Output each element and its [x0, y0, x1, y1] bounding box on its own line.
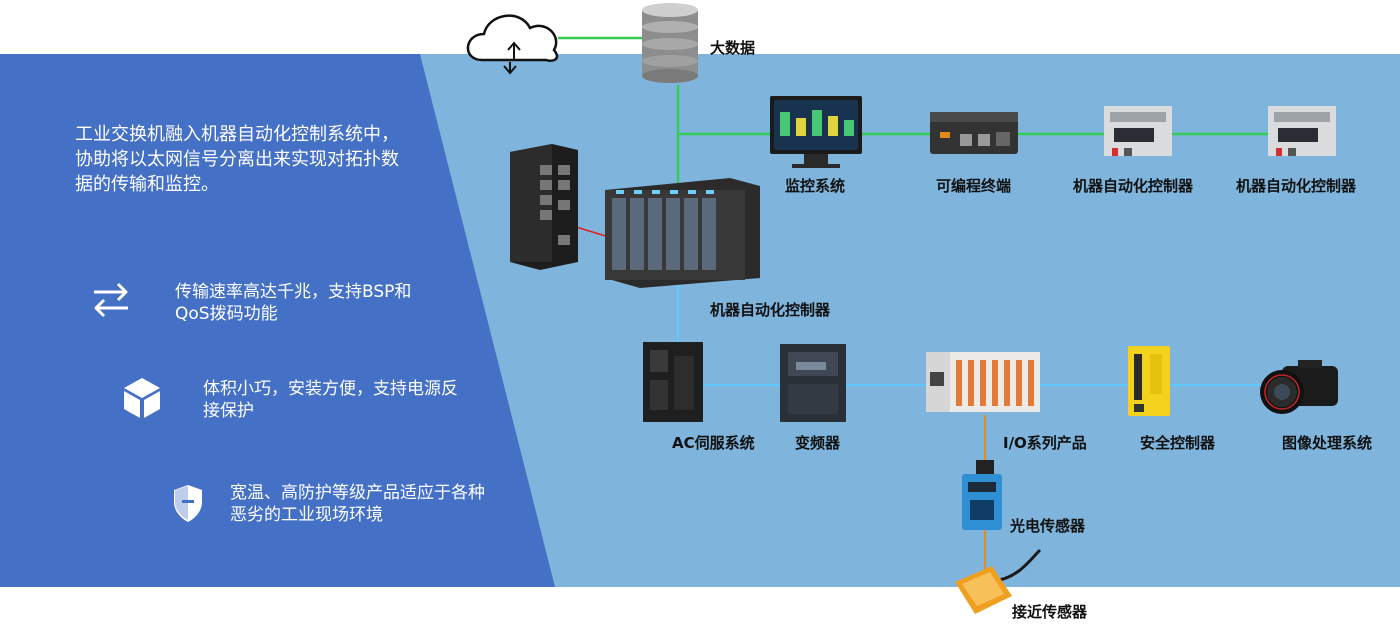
proximity-sensor-image — [955, 548, 1042, 614]
monitoring-screen-image — [770, 96, 862, 168]
feature-text-compact: 体积小巧，安装方便，支持电源反接保护 — [203, 379, 458, 421]
shield-icon — [174, 485, 202, 522]
label-safety-controller: 安全控制器 — [1140, 434, 1216, 452]
label-proximity-sensor: 接近传感器 — [1012, 603, 1088, 621]
controller-a-image — [1104, 106, 1172, 156]
label-monitoring: 监控系统 — [785, 177, 846, 195]
safety-controller-image — [1128, 346, 1170, 416]
intro-text: 工业交换机融入机器自动化控制系统中，协助将以太网信号分离出来实现对拓扑数据的传输… — [75, 124, 399, 195]
label-image-processing: 图像处理系统 — [1282, 434, 1373, 452]
cloud-icon — [466, 14, 559, 75]
label-ac-servo: AC伺服系统 — [672, 434, 755, 452]
controller-b-image — [1268, 106, 1336, 156]
label-photo-sensor: 光电传感器 — [1010, 517, 1086, 535]
inverter-image — [780, 344, 846, 422]
transfer-arrows-icon — [94, 282, 128, 318]
label-inverter: 变频器 — [795, 434, 841, 452]
feature-text-transfer: 传输速率高达千兆，支持BSP和QoS拨码功能 — [175, 282, 412, 324]
photo-sensor-image — [962, 460, 1002, 530]
feature-panel — [0, 54, 555, 587]
label-controller-a: 机器自动化控制器 — [1073, 177, 1194, 195]
database-icon — [642, 3, 698, 83]
label-controller-b: 机器自动化控制器 — [1236, 177, 1357, 195]
io-products-image — [926, 352, 1040, 412]
programmable-terminal-image — [930, 112, 1018, 154]
camera-image — [1260, 360, 1338, 414]
industrial-switch-image — [510, 144, 578, 270]
label-big-data: 大数据 — [710, 39, 756, 57]
cube-icon — [124, 378, 160, 418]
main-controller-image — [605, 178, 760, 288]
label-main-controller: 机器自动化控制器 — [710, 301, 831, 319]
label-programmable-terminal: 可编程终端 — [936, 177, 1012, 195]
label-io-products: I/O系列产品 — [1003, 434, 1087, 452]
ac-servo-image — [643, 342, 703, 422]
feature-text-durable: 宽温、高防护等级产品适应于各种恶劣的工业现场环境 — [230, 483, 485, 525]
